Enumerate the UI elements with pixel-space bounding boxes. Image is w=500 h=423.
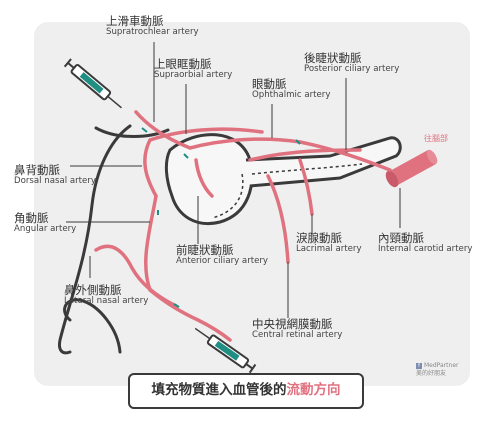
flow-mark [295,139,301,145]
flow-mark [183,153,189,159]
diagram-panel [34,22,470,386]
optic-nerve-dash [251,163,363,175]
artery-dorsal-nasal [143,138,158,198]
nose-outline [58,124,132,355]
facebook-icon: f [416,363,422,369]
caption-box: 填充物質進入血管後的流動方向 [128,373,364,409]
artery-central-retinal [266,174,290,264]
eyeball [164,133,254,225]
flow-mark [173,303,180,308]
label-to-brain: 往腦部 [424,134,448,143]
artery-supraorbital [148,127,264,142]
artery-supratrochlear [134,110,302,150]
syringe-bottom [194,327,257,374]
cheek-outline [94,126,170,138]
artery-ophthalmic [298,140,392,172]
caption-text: 填充物質進入血管後的 [151,382,287,398]
nostril-outline [63,298,122,354]
artery-anterior-ciliary [194,158,214,198]
syringe-top [63,58,122,109]
artery-facial [148,288,232,342]
artery-angular [144,194,158,292]
caption-highlight: 流動方向 [286,382,341,398]
internal-carotid-vessel [385,149,438,188]
artery-posterior-ciliary [248,148,362,162]
flow-mark [141,127,148,133]
artery-lacrimal [298,158,314,216]
